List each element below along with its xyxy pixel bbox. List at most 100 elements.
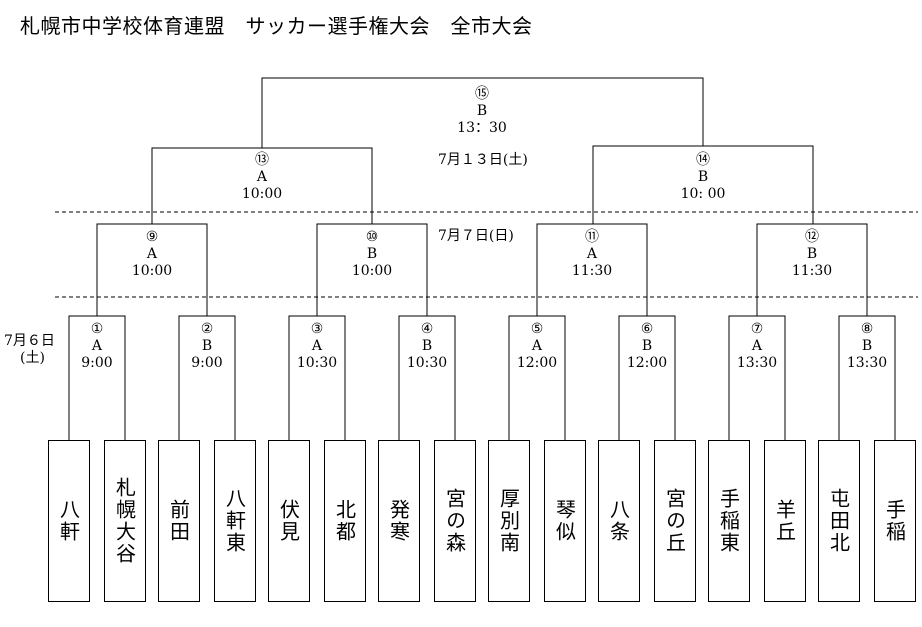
team-box: 北都: [324, 440, 366, 602]
match-time: 13:30: [736, 355, 778, 371]
team-box: 八軒: [48, 440, 90, 602]
team-name: 羊丘: [772, 499, 797, 543]
team-box: 八条: [598, 440, 640, 602]
match-time: 13：30: [457, 120, 507, 136]
semi-13-connector: [151, 147, 373, 224]
team-name: 手稲東: [716, 488, 741, 554]
team-name: 前田: [166, 499, 191, 543]
match-time: 10: 00: [680, 186, 726, 202]
match-number: ⑥: [640, 321, 654, 337]
match-time: 9:00: [191, 355, 223, 371]
court-label: A: [256, 169, 268, 185]
match-label-15: ⑮ B 13：30: [457, 86, 507, 137]
court-label: A: [91, 338, 103, 354]
team-name: 八軒東: [222, 488, 247, 554]
match-time: 10:30: [406, 355, 448, 371]
court-label: B: [806, 246, 818, 262]
team-box: 羊丘: [764, 440, 806, 602]
match-number: ①: [90, 321, 104, 337]
match-time: 11:30: [791, 263, 833, 279]
team-box: 手稲: [874, 440, 916, 602]
team-name: 八条: [606, 499, 631, 543]
match-time: 13:30: [846, 355, 888, 371]
date-label-day3: 7月１３日(土): [438, 152, 528, 168]
semi-14-connector: [592, 145, 814, 224]
match-time: 10:00: [351, 263, 393, 279]
team-box: 屯田北: [818, 440, 860, 602]
match-label-3: ③ A 10:30: [297, 321, 337, 372]
team-box: 手稲東: [708, 440, 750, 602]
match-8-connector: [838, 315, 896, 440]
match-4-connector: [398, 315, 456, 440]
team-box: 八軒東: [214, 440, 256, 602]
team-box: 宮の森: [434, 440, 476, 602]
match-label-12: ⑫ B 11:30: [792, 229, 832, 280]
match-label-2: ② B 9:00: [191, 321, 222, 372]
match-time: 12:00: [626, 355, 668, 371]
match-number: ⑮: [474, 86, 489, 102]
team-box: 伏見: [268, 440, 310, 602]
match-6-connector: [618, 315, 676, 440]
team-name: 手稲: [882, 499, 907, 543]
team-box: 宮の丘: [654, 440, 696, 602]
team-name: 札幌大谷: [112, 477, 137, 565]
match-time: 12:00: [516, 355, 558, 371]
match-time: 10:00: [241, 186, 283, 202]
final-connector: [261, 77, 704, 148]
match-number: ⑫: [804, 229, 819, 245]
match-12-connector: [756, 223, 868, 316]
court-label: B: [476, 103, 488, 119]
team-box: 前田: [158, 440, 200, 602]
match-label-13: ⑬ A 10:00: [242, 152, 282, 203]
team-name: 宮の丘: [662, 488, 687, 554]
team-box: 厚別南: [488, 440, 530, 602]
match-3-connector: [288, 315, 346, 440]
match-time: 10:00: [131, 263, 173, 279]
team-name: 八軒: [56, 499, 81, 543]
match-number: ⑧: [860, 321, 874, 337]
page-title: 札幌市中学校体育連盟 サッカー選手権大会 全市大会: [20, 14, 533, 38]
court-label: B: [421, 338, 433, 354]
match-7-connector: [728, 315, 786, 440]
team-name: 北都: [332, 499, 357, 543]
team-name: 琴似: [552, 499, 577, 543]
match-label-9: ⑨ A 10:00: [132, 229, 172, 280]
match-label-11: ⑪ A 11:30: [572, 229, 612, 280]
match-time: 11:30: [571, 263, 613, 279]
court-label: A: [751, 338, 763, 354]
match-number: ⑭: [695, 152, 710, 168]
match-number: ③: [310, 321, 324, 337]
match-number: ⑪: [584, 229, 599, 245]
match-number: ⑤: [530, 321, 544, 337]
match-label-6: ⑥ B 12:00: [627, 321, 667, 372]
team-box: 発寒: [378, 440, 420, 602]
match-1-connector: [68, 315, 126, 440]
team-name: 伏見: [276, 499, 301, 543]
match-time: 9:00: [81, 355, 113, 371]
date-label-day2: 7月７日(日): [438, 228, 514, 244]
date-label-day1-weekday: (土): [20, 350, 45, 366]
court-label: A: [531, 338, 543, 354]
court-label: A: [586, 246, 598, 262]
match-label-4: ④ B 10:30: [407, 321, 447, 372]
match-number: ⑬: [254, 152, 269, 168]
court-label: B: [641, 338, 653, 354]
team-box: 札幌大谷: [104, 440, 146, 602]
match-2-connector: [178, 315, 236, 440]
court-label: B: [201, 338, 213, 354]
match-label-8: ⑧ B 13:30: [847, 321, 887, 372]
match-label-10: ⑩ B 10:00: [352, 229, 392, 280]
match-9-connector: [96, 223, 208, 316]
court-label: B: [697, 169, 709, 185]
match-number: ④: [420, 321, 434, 337]
team-name: 厚別南: [496, 488, 521, 554]
team-name: 宮の森: [442, 488, 467, 554]
date-label-day1: 7月６日: [4, 333, 55, 349]
match-11-connector: [536, 223, 648, 316]
court-label: A: [311, 338, 323, 354]
match-time: 10:30: [296, 355, 338, 371]
match-10-connector: [316, 223, 428, 316]
match-label-1: ① A 9:00: [81, 321, 112, 372]
team-box: 琴似: [544, 440, 586, 602]
